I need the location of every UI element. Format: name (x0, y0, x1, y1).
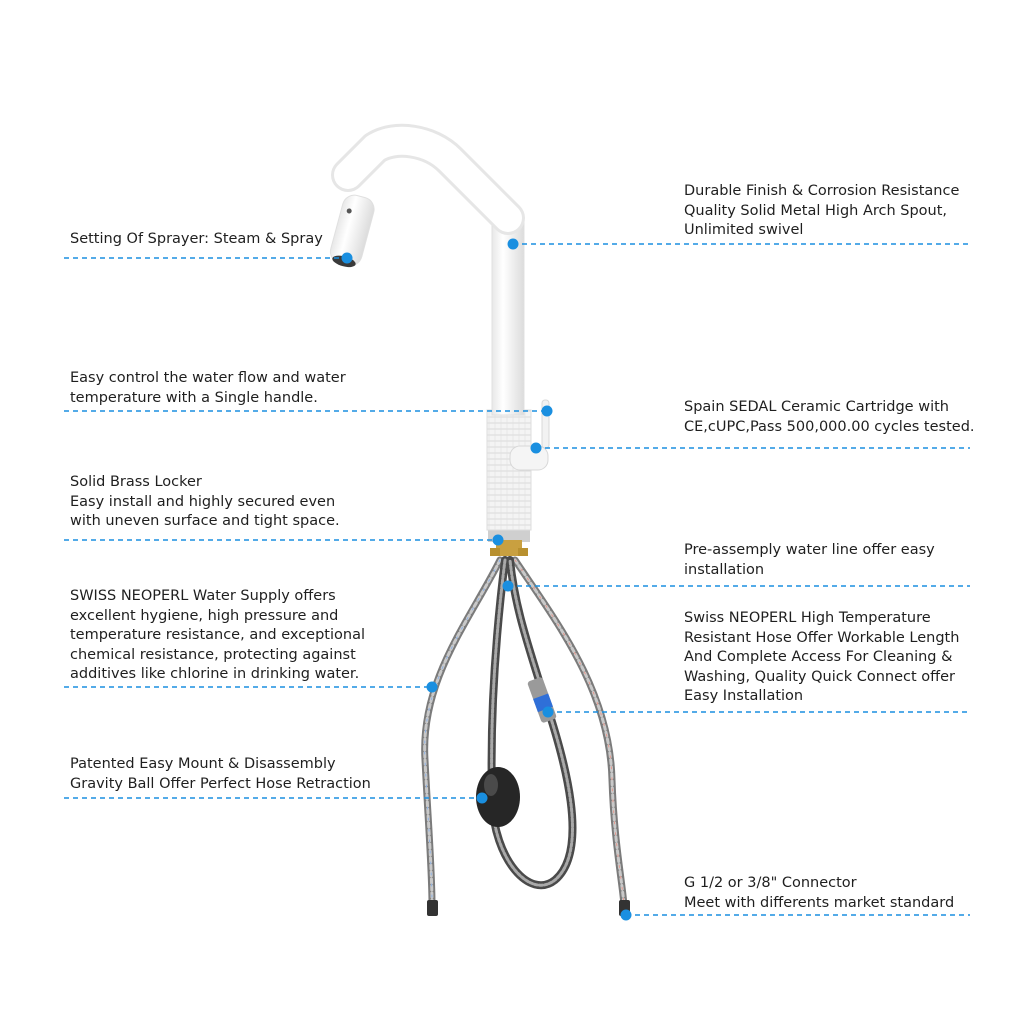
callout-line: G 1/2 or 3/8" Connector (684, 875, 857, 891)
callout-water-line: Pre-assemply water line offer easy insta… (684, 541, 935, 580)
leader-lines (64, 243, 970, 916)
right-supply-hose (511, 556, 628, 909)
callout-dots (341, 238, 632, 921)
callout-line: Setting Of Sprayer: Steam & Spray (70, 231, 323, 247)
faucet-body (329, 123, 550, 531)
callout-line: Pre-assemply water line offer easy (684, 542, 935, 558)
callout-gravity-ball: Patented Easy Mount & Disassembly Gravit… (70, 755, 371, 794)
callout-line: Gravity Ball Offer Perfect Hose Retracti… (70, 775, 371, 792)
callout-line: And Complete Access For Cleaning & (684, 649, 953, 665)
callout-line: Resistant Hose Offer Workable Length (684, 629, 960, 646)
callout-line: Easy Installation (684, 688, 804, 704)
callout-line: with uneven surface and tight space. (70, 513, 340, 529)
callout-line: Meet with differents market standard (684, 894, 955, 911)
callout-line: temperature resistance, and exceptional (70, 627, 365, 643)
hose-end-connectors (427, 900, 630, 916)
brass-locker (488, 528, 530, 556)
callout-line: excellent hygiene, high pressure and (70, 607, 339, 624)
callout-line: Solid Brass Locker (70, 474, 202, 490)
left-supply-hose (421, 556, 504, 909)
callout-line: chemical resistance, protecting against (70, 646, 356, 663)
callout-line: temperature with a Single handle. (70, 389, 318, 406)
callout-sprayer: Setting Of Sprayer: Steam & Spray (70, 230, 323, 250)
callout-line: SWISS NEOPERL Water Supply offers (70, 588, 336, 604)
callout-line: Easy control the water flow and water (70, 370, 346, 386)
callout-line: Quality Solid Metal High Arch Spout, (684, 202, 948, 219)
callout-line: Spain SEDAL Ceramic Cartridge with (684, 399, 949, 415)
quick-connect (527, 677, 557, 723)
gravity-ball (476, 767, 520, 827)
callout-line: Swiss NEOPERL High Temperature (684, 610, 931, 626)
callout-line: Durable Finish & Corrosion Resistance (684, 183, 960, 199)
callout-spout: Durable Finish & Corrosion Resistance Qu… (684, 182, 959, 241)
callout-line: Easy install and highly secured even (70, 493, 336, 510)
callout-hose: Swiss NEOPERL High Temperature Resistant… (684, 609, 959, 707)
callout-line: Washing, Quality Quick Connect offer (684, 668, 956, 685)
callout-line: CE,cUPC,Pass 500,000.00 cycles tested. (684, 418, 975, 435)
callout-connector: G 1/2 or 3/8" Connector Meet with differ… (684, 874, 954, 913)
callout-line: Patented Easy Mount & Disassembly (70, 756, 336, 772)
callout-line: Unlimited swivel (684, 222, 804, 238)
callout-line: additives like chlorine in drinking wate… (70, 666, 360, 682)
pull-out-hose (487, 556, 577, 890)
callout-line: installation (684, 561, 765, 578)
callout-cartridge: Spain SEDAL Ceramic Cartridge with CE,cU… (684, 398, 975, 437)
callout-locker: Solid Brass Locker Easy install and high… (70, 473, 340, 532)
callout-handle: Easy control the water flow and water te… (70, 369, 346, 408)
callout-water-supply: SWISS NEOPERL Water Supply offers excell… (70, 587, 365, 685)
